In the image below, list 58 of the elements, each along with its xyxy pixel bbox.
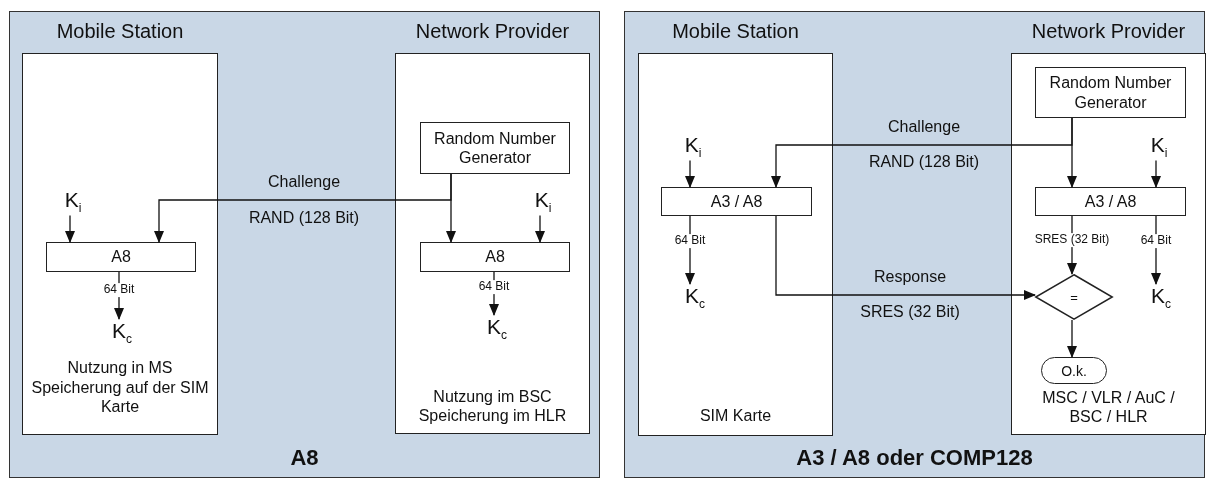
arrow (775, 215, 1036, 300)
box-note: MSC / VLR / AuC / BSC / HLR (1041, 387, 1176, 426)
edge-label: 64 Bit (477, 280, 511, 294)
panel-title: A3 / A8 oder COMP128 (795, 445, 1034, 471)
box-label: O.k. (1061, 362, 1087, 379)
signal-label: RAND (128 Bit) (868, 152, 980, 172)
edge-label: 64 Bit (102, 283, 136, 297)
operator-symbol: = (1070, 289, 1078, 305)
arrow (771, 117, 1073, 188)
key-symbol: K$_{c}$ (112, 319, 132, 347)
arrow (685, 215, 695, 285)
column-heading: Mobile Station (55, 20, 185, 43)
process-box (661, 187, 812, 216)
box-label: Random Number Generator (1048, 73, 1173, 112)
arrow (535, 214, 545, 243)
arrow (489, 271, 499, 316)
process-box (420, 122, 570, 174)
process-box (1035, 67, 1186, 118)
key-symbol: K$_{c}$ (1151, 284, 1171, 312)
process-box (420, 242, 570, 272)
box-note: SIM Karte (698, 405, 773, 425)
box-label: Random Number Generator (433, 128, 557, 168)
panel-background (9, 11, 600, 478)
arrow (1067, 215, 1077, 275)
column-heading: Mobile Station (671, 20, 800, 43)
box-note: Nutzung im BSC Speicherung im HLR (417, 386, 568, 425)
key-symbol: K$_{c}$ (685, 284, 705, 312)
edge-label: Response (874, 267, 946, 287)
box-label: A3 / A8 (710, 191, 763, 212)
process-box (1035, 187, 1186, 216)
key-symbol: K$_{i}$ (684, 133, 702, 161)
box-note: Nutzung in MS Speicherung auf der SIM Karte (30, 358, 210, 416)
arrow (1151, 215, 1161, 285)
box-label: A8 (485, 247, 505, 267)
edge-label: Challenge (887, 117, 961, 137)
column-heading: Network Provider (414, 20, 571, 43)
edge-label: Challenge (267, 172, 341, 192)
signal-label: RAND (128 Bit) (248, 208, 360, 228)
arrow (1151, 159, 1161, 188)
arrow (685, 159, 695, 188)
process-box (46, 242, 196, 272)
box-label: A3 / A8 (1084, 191, 1137, 212)
box-label: A8 (111, 247, 131, 267)
edge-label: SRES (32 Bit) (1033, 233, 1111, 247)
key-symbol: K$_{i}$ (534, 188, 552, 216)
key-symbol: K$_{i}$ (1150, 133, 1168, 161)
arrow (1067, 319, 1077, 358)
column-heading: Network Provider (1030, 20, 1187, 43)
panel-background (624, 11, 1205, 478)
edge-label: 64 Bit (1139, 234, 1173, 248)
edge-label: 64 Bit (673, 234, 707, 248)
signal-label: SRES (32 Bit) (860, 302, 960, 322)
panel-title: A8 (289, 445, 320, 471)
arrow (65, 214, 75, 243)
arrow (114, 271, 124, 320)
key-symbol: K$_{c}$ (487, 315, 507, 343)
key-symbol: K$_{i}$ (64, 188, 82, 216)
arrow (154, 173, 452, 243)
